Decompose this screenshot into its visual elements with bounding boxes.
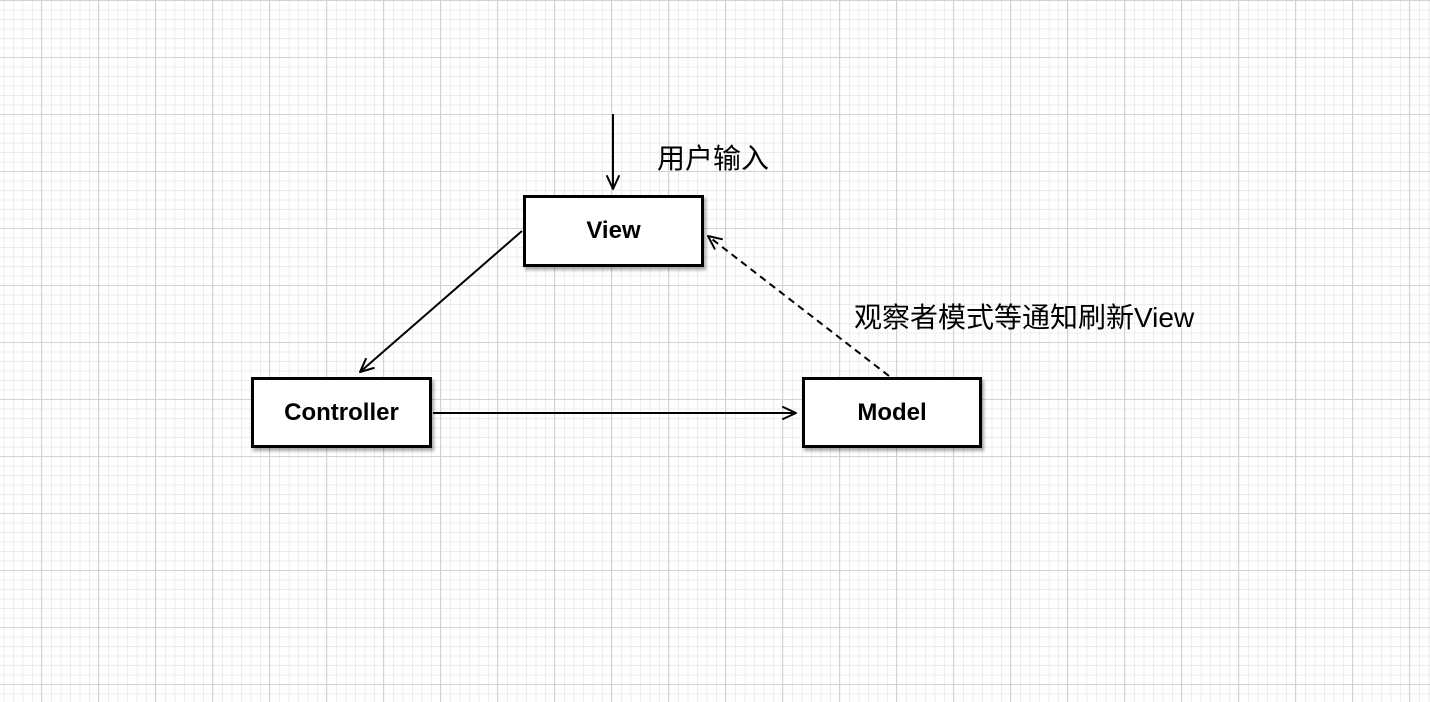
node-view: View	[523, 195, 704, 267]
node-controller-label: Controller	[284, 398, 399, 426]
node-view-label: View	[586, 217, 641, 244]
node-model-label: Model	[857, 398, 927, 426]
view-to-controller-arrow	[359, 230, 523, 373]
node-model: Model	[802, 377, 982, 448]
user-input-edge-label: 用户输入	[657, 143, 770, 174]
node-controller: Controller	[251, 377, 432, 448]
model-notify-view-edge-label: 观察者模式等通知刷新View	[854, 302, 1195, 333]
